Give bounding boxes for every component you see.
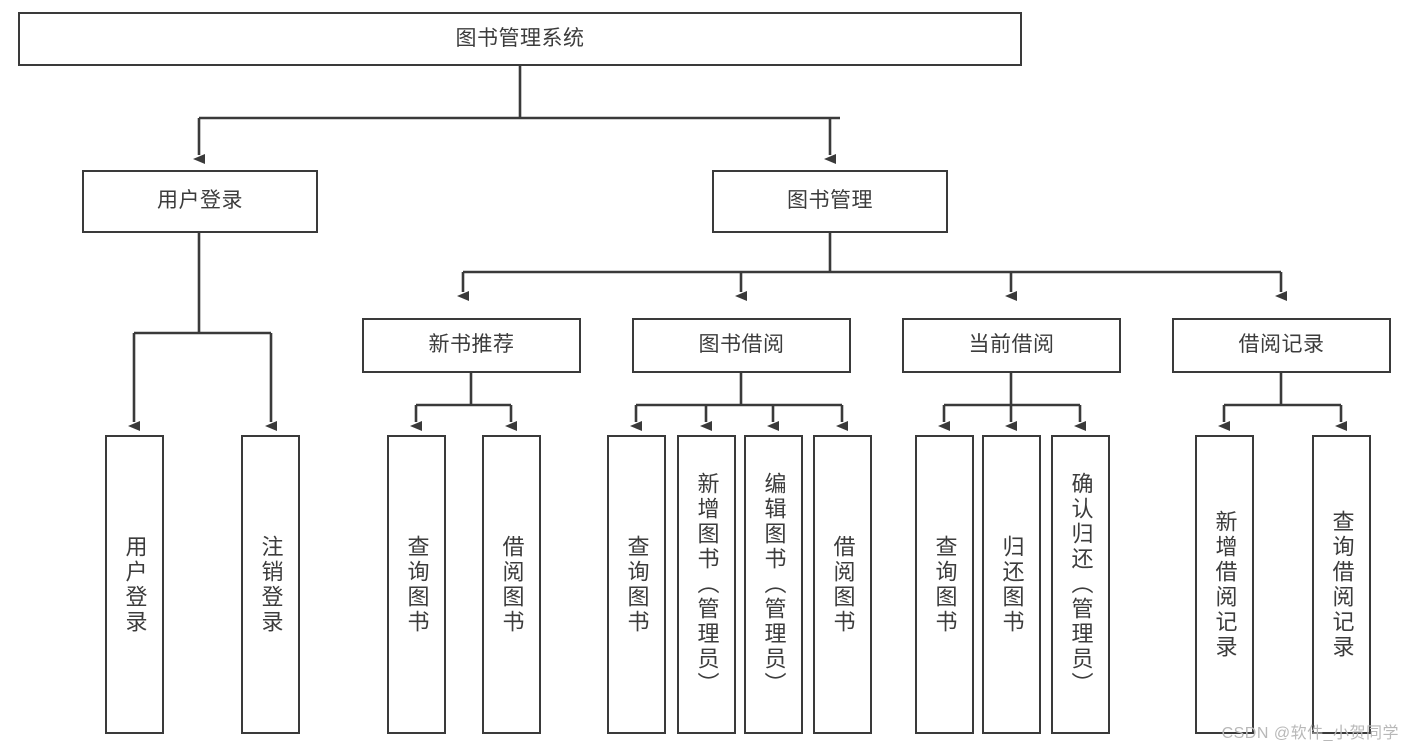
leaf-current-borrow-confirm-return-admin[interactable]: 确认归还（管理员）	[1051, 435, 1110, 734]
node-label: 编辑图书（管理员）	[761, 472, 787, 697]
node-borrow-record[interactable]: 借阅记录	[1172, 318, 1391, 373]
node-user-login[interactable]: 用户登录	[82, 170, 318, 233]
node-label: 确认归还（管理员）	[1068, 472, 1094, 697]
node-book-management[interactable]: 图书管理	[712, 170, 948, 233]
node-root-book-management-system[interactable]: 图书管理系统	[18, 12, 1022, 66]
node-label: 图书借阅	[698, 333, 785, 357]
node-label: 图书管理	[787, 189, 873, 213]
csdn-watermark: CSDN @软件_小贺同学	[1221, 725, 1399, 742]
node-label: 图书管理系统	[455, 26, 585, 50]
node-new-book-recommend[interactable]: 新书推荐	[362, 318, 581, 373]
leaf-book-borrow-borrow-book[interactable]: 借阅图书	[813, 435, 872, 734]
node-label: 查询图书	[404, 534, 430, 635]
leaf-user-login-logout[interactable]: 注销登录	[241, 435, 300, 734]
node-label: 借阅图书	[830, 534, 856, 635]
node-label: 查询图书	[624, 534, 650, 635]
node-label: 注销登录	[258, 534, 284, 635]
leaf-borrow-record-query-record[interactable]: 查询借阅记录	[1312, 435, 1371, 734]
node-label: 当前借阅	[968, 333, 1055, 357]
leaf-new-book-query-book[interactable]: 查询图书	[387, 435, 446, 734]
node-label: 新增借阅记录	[1212, 509, 1238, 660]
node-current-borrow[interactable]: 当前借阅	[902, 318, 1121, 373]
node-label: 用户登录	[122, 534, 148, 635]
leaf-user-login-login[interactable]: 用户登录	[105, 435, 164, 734]
node-label: 借阅记录	[1238, 333, 1325, 357]
node-label: 借阅图书	[499, 534, 525, 635]
node-label: 用户登录	[157, 189, 243, 213]
node-book-borrow[interactable]: 图书借阅	[632, 318, 851, 373]
leaf-new-book-borrow-book[interactable]: 借阅图书	[482, 435, 541, 734]
leaf-book-borrow-edit-book-admin[interactable]: 编辑图书（管理员）	[744, 435, 803, 734]
node-label: 查询图书	[932, 534, 958, 635]
node-label: 新增图书（管理员）	[694, 472, 720, 697]
leaf-book-borrow-add-book-admin[interactable]: 新增图书（管理员）	[677, 435, 736, 734]
leaf-current-borrow-query-book[interactable]: 查询图书	[915, 435, 974, 734]
node-label: 归还图书	[999, 534, 1025, 635]
leaf-current-borrow-return-book[interactable]: 归还图书	[982, 435, 1041, 734]
node-label: 查询借阅记录	[1329, 509, 1355, 660]
node-label: 新书推荐	[428, 333, 515, 357]
leaf-borrow-record-add-record[interactable]: 新增借阅记录	[1195, 435, 1254, 734]
leaf-book-borrow-query-book[interactable]: 查询图书	[607, 435, 666, 734]
